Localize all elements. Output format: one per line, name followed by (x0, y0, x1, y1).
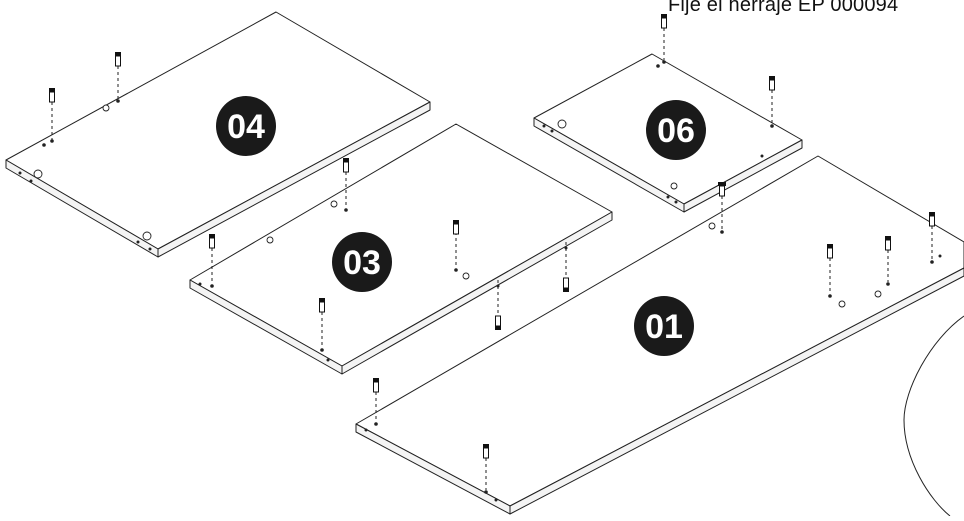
instruction-text: Fije el herraje EP 000094 (668, 0, 899, 16)
panel-06-hole (542, 124, 546, 128)
panel-06-hole (670, 182, 678, 190)
panel-01-hole (828, 294, 832, 298)
panel-03-hole (344, 208, 348, 212)
cam-fitting-icon (453, 220, 459, 235)
panel-06-badge (646, 100, 706, 160)
panel-03-side-edge (341, 211, 613, 375)
cam-fitting-icon (885, 236, 891, 251)
panel-01: 01 (355, 155, 964, 515)
panel-01-hole (938, 254, 942, 258)
panel-03-hole (210, 284, 214, 288)
panel-01-badge (634, 296, 694, 356)
cam-fitting-icon (115, 52, 121, 67)
panel-03-hole (454, 268, 458, 272)
cam-fitting-icon (718, 182, 726, 197)
panel-06-hole (674, 200, 678, 204)
panel-01-hole (708, 222, 716, 230)
cam-fitting-icon (769, 76, 775, 91)
panel-01-hole (374, 422, 378, 426)
panel-03-label: 03 (343, 244, 381, 282)
panel-01-side-edge (509, 267, 964, 515)
panel-06-label: 06 (657, 112, 695, 150)
panel-04-hole (148, 247, 152, 251)
panel-04-hole (29, 179, 33, 183)
panel-03-hole (330, 200, 338, 208)
panel-06-hole (666, 195, 670, 199)
panel-04: 04 (5, 11, 431, 258)
panel-06-hole (550, 129, 554, 133)
panel-01-hole (720, 230, 724, 234)
cam-fitting-icon (209, 234, 215, 249)
panel-04-hole (42, 143, 46, 147)
cam-fitting-icon (319, 298, 325, 313)
cam-fitting-icon (495, 315, 501, 330)
panel-03-badge (332, 232, 392, 292)
panel-04-side-edge (157, 101, 431, 258)
panel-06: 06 (533, 14, 803, 213)
cam-fitting-icon (49, 88, 55, 103)
panel-01-label: 01 (645, 308, 683, 346)
panel-06-hole (557, 119, 567, 129)
panel-06-hole (770, 124, 774, 128)
cam-fitting-icon (827, 244, 833, 259)
panel-03-hole (266, 236, 274, 244)
panel-06-hole (760, 154, 764, 158)
panel-04-badge (216, 96, 276, 156)
panel-03-hole (198, 282, 202, 286)
cam-fitting-icon (563, 277, 569, 292)
panel-06-hole (656, 64, 660, 68)
panel-01-hole (484, 490, 488, 494)
panel-01-hole (930, 260, 934, 264)
panel-01-hole (874, 290, 882, 298)
panel-01-hole (838, 300, 846, 308)
panel-01-hole (886, 282, 890, 286)
panel-04-hole (116, 99, 120, 103)
panel-04-hole (50, 139, 54, 143)
panel-04-hole (33, 169, 43, 179)
panel-06-hole (662, 60, 666, 64)
panel-04-label: 04 (227, 108, 265, 146)
cam-fitting-icon (929, 212, 935, 227)
panel-04-hole (18, 171, 22, 175)
panel-04-hole (142, 231, 152, 241)
cam-fitting-icon (661, 14, 667, 29)
panel-04-hole (136, 240, 140, 244)
panel-03-hole (462, 272, 470, 280)
panel-01-hole (364, 428, 368, 432)
panel-06-side-edge (683, 139, 803, 213)
panel-01-hole (494, 498, 498, 502)
detail-callout-arc (903, 315, 964, 517)
cam-fitting-icon (343, 158, 349, 173)
cam-fitting-icon (373, 378, 379, 393)
panel-04-hole (102, 104, 110, 112)
panel-03-hole (320, 348, 324, 352)
panel-03: 03 (189, 123, 613, 375)
cam-fitting-icon (483, 444, 489, 459)
panel-03-hole (326, 358, 330, 362)
